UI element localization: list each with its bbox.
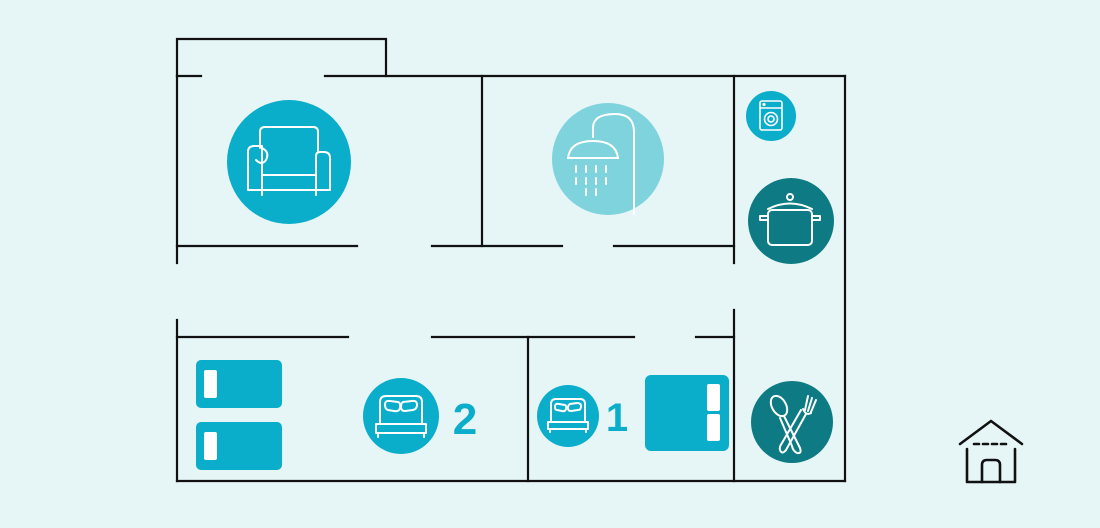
sofa-icon [227, 100, 351, 224]
double-bed [645, 375, 729, 451]
shower-icon [552, 103, 664, 215]
room-number-label: 2 [453, 395, 477, 444]
washing-machine-icon [746, 91, 796, 141]
bedroom-1: 1 [537, 375, 729, 451]
house-icon [958, 419, 1024, 484]
walls [175, 37, 847, 483]
single-bed [196, 422, 282, 470]
cooking-pot-icon [748, 178, 834, 264]
bed-icon [363, 378, 439, 454]
bed-icon [537, 385, 599, 447]
cutlery-icon [751, 381, 833, 463]
single-bed [196, 360, 282, 408]
bedroom-2: 2 [196, 360, 477, 470]
room-number-label: 1 [606, 396, 628, 440]
